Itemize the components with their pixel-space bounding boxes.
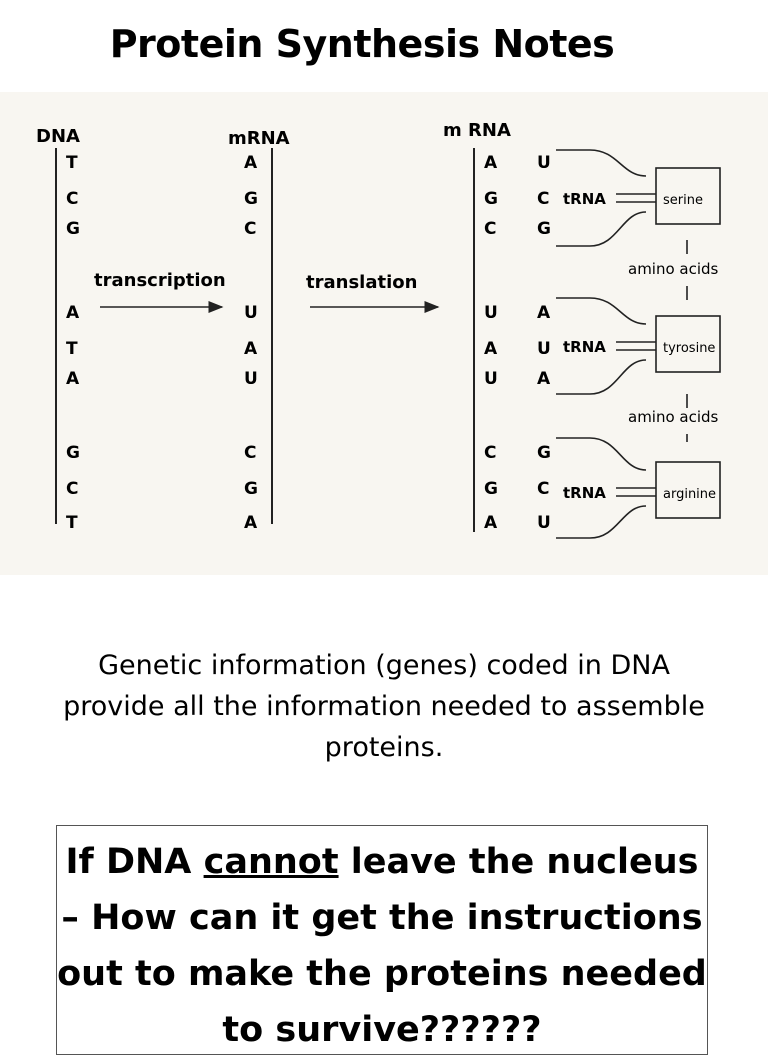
anticodon-base: U <box>537 153 551 173</box>
mrna-base: G <box>244 189 258 209</box>
anticodon-base: C <box>537 479 549 499</box>
mrna-codon-base: U <box>484 303 498 323</box>
mrna-codon-base: A <box>484 339 498 359</box>
mrna-codon-base: G <box>484 189 498 209</box>
mrna-base: C <box>244 219 256 239</box>
dna-base: G <box>66 443 80 463</box>
mrna-codon-base: A <box>484 513 498 533</box>
amino-acid-name: tyrosine <box>663 341 715 356</box>
anticodon-base: C <box>537 189 549 209</box>
dna-label: DNA <box>36 126 80 147</box>
mrna-codon-base: G <box>484 479 498 499</box>
dna-base: T <box>66 513 78 533</box>
dna-base: C <box>66 479 78 499</box>
mrna-base: G <box>244 479 258 499</box>
mrna-base: C <box>244 443 256 463</box>
dna-base: A <box>66 303 80 323</box>
mrna-base: U <box>244 369 258 389</box>
amino-acid-name: arginine <box>663 487 716 502</box>
mrna-label: mRNA <box>228 128 290 149</box>
trna-label: tRNA <box>563 190 606 208</box>
dna-base: T <box>66 153 78 173</box>
anticodon-base: U <box>537 339 551 359</box>
mrna-base: A <box>244 339 258 359</box>
amino-acid-box <box>655 461 721 519</box>
anticodon-base: A <box>537 369 551 389</box>
anticodon-base: U <box>537 513 551 533</box>
mrna-base: A <box>244 513 258 533</box>
dna-base: C <box>66 189 78 209</box>
trna-label: tRNA <box>563 338 606 356</box>
mrna-base: U <box>244 303 258 323</box>
trna-body <box>556 297 647 395</box>
amino-acid-box <box>655 315 721 373</box>
trna-body <box>556 149 647 247</box>
anticodon-base: G <box>537 443 551 463</box>
anticodon-base: G <box>537 219 551 239</box>
trna-label: tRNA <box>563 484 606 502</box>
amino-acid-box <box>655 167 721 225</box>
amino-acid-name: serine <box>663 193 703 208</box>
dna-base: A <box>66 369 80 389</box>
question-box: If DNA cannot leave the nucleus – How ca… <box>56 825 708 1055</box>
question-emphasis: cannot <box>203 842 339 882</box>
page-title: Protein Synthesis Notes <box>109 22 615 66</box>
mrna-codon-base: C <box>484 219 496 239</box>
mrna-codon-base: A <box>484 153 498 173</box>
protein-synthesis-diagram: DNA mRNA m RNA transcription translation… <box>0 92 768 575</box>
translation-label: translation <box>306 272 417 293</box>
mrna-codon-base: U <box>484 369 498 389</box>
diagram-canvas: DNA mRNA m RNA transcription translation… <box>36 120 721 539</box>
mrna-label-2: m RNA <box>443 120 511 141</box>
dna-base: T <box>66 339 78 359</box>
description-text: Genetic information (genes) coded in DNA… <box>63 650 705 763</box>
trna-body <box>556 437 647 539</box>
amino-acids-label: amino acids <box>628 260 719 278</box>
transcription-label: transcription <box>94 270 226 291</box>
dna-base: G <box>66 219 80 239</box>
anticodon-base: A <box>537 303 551 323</box>
question-text-part1: If DNA <box>65 842 204 882</box>
mrna-base: A <box>244 153 258 173</box>
mrna-codon-base: C <box>484 443 496 463</box>
amino-acids-label: amino acids <box>628 408 719 426</box>
